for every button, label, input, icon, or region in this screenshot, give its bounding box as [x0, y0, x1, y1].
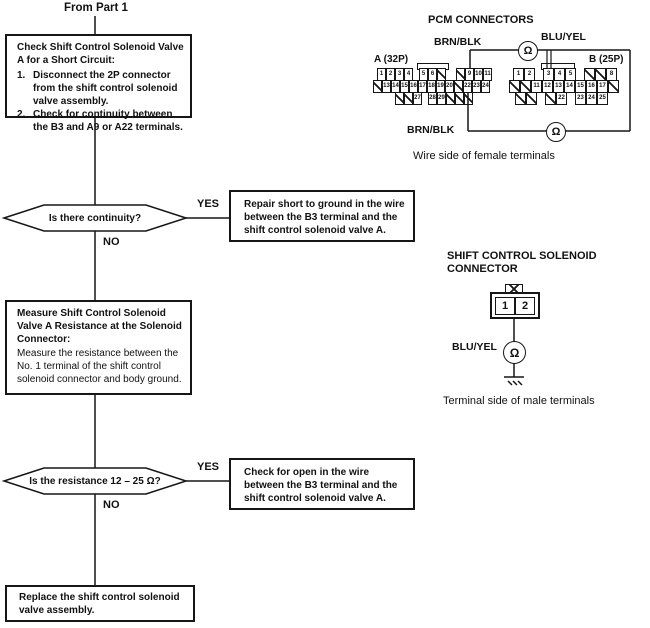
- decision-continuity: Is there continuity?: [48, 212, 142, 224]
- action-box-replace-solenoid: Replace the shift control solenoid valve…: [5, 585, 195, 622]
- wire-label-brn-blk-bottom: BRN/BLK: [407, 124, 455, 136]
- pin-23: 23: [472, 80, 481, 93]
- pcm-caption: Wire side of female terminals: [413, 150, 555, 162]
- pcm-connectors-title: PCM CONNECTORS: [428, 14, 534, 26]
- solenoid-caption: Terminal side of male terminals: [443, 395, 595, 407]
- pin-unused: [545, 92, 556, 105]
- pin-unused: [455, 92, 464, 105]
- box-title: Measure Shift Control Solenoid Valve A R…: [17, 308, 182, 345]
- terminal-1: 1: [495, 296, 515, 315]
- pin-24: 24: [481, 80, 490, 93]
- pin-unused: [395, 92, 404, 105]
- action-box-check-open: Check for open in the wire between the B…: [229, 458, 415, 510]
- ohmmeter-icon: Ω: [518, 41, 538, 61]
- ohmmeter-icon: Ω: [546, 122, 566, 142]
- solenoid-connector-title-line2: CONNECTOR: [447, 263, 518, 275]
- pin-24: 24: [586, 92, 597, 105]
- pin-unused: [373, 80, 382, 93]
- item-number: 1.: [17, 70, 26, 81]
- pin-23: 23: [575, 92, 586, 105]
- action-box-repair-short: Repair short to ground in the wire betwe…: [229, 190, 415, 242]
- from-part-label: From Part 1: [64, 2, 128, 14]
- wire-label-blu-yel-solenoid: BLU/YEL: [452, 341, 497, 353]
- yes-label: YES: [197, 461, 220, 473]
- wire-label-blu-yel: BLU/YEL: [541, 31, 586, 43]
- item-text: Check for continuity between the B3 and …: [33, 109, 183, 133]
- pin-unused: [515, 92, 526, 105]
- terminal-2: 2: [515, 296, 535, 315]
- connector-b-label: B (25P): [589, 54, 624, 65]
- box-title: Check Shift Control Solenoid Valve A for…: [17, 42, 184, 66]
- box-body: Measure the resistance between the No. 1…: [17, 348, 182, 385]
- solenoid-connector-title-line1: SHIFT CONTROL SOLENOID: [447, 250, 597, 262]
- connector-a-label: A (32P): [374, 54, 409, 65]
- step-box-measure-resistance: Measure Shift Control Solenoid Valve A R…: [5, 300, 192, 395]
- pin-unused: [608, 80, 619, 93]
- pin-gap: [567, 92, 575, 105]
- pin-unused: [526, 92, 537, 105]
- decision-resistance: Is the resistance 12 – 25 Ω?: [29, 475, 161, 487]
- pin-gap: [537, 92, 545, 105]
- item-text: Disconnect the 2P connector from the shi…: [33, 70, 178, 107]
- pin-17: 17: [418, 80, 427, 93]
- pin-27: 27: [413, 92, 422, 105]
- pin-unused: [464, 92, 473, 105]
- yes-label: YES: [197, 198, 220, 210]
- pin-29: 29: [437, 92, 446, 105]
- wire-label-brn-blk-top: BRN/BLK: [434, 36, 482, 48]
- step-box-check-short-circuit: Check Shift Control Solenoid Valve A for…: [5, 34, 192, 133]
- item-number: 2.: [17, 109, 26, 120]
- solenoid-2p-connector: 1 2: [490, 292, 540, 319]
- pin-22: 22: [556, 92, 567, 105]
- no-label: NO: [103, 499, 120, 511]
- pin-unused: [509, 80, 520, 93]
- pin-unused: [446, 92, 455, 105]
- pin-13: 13: [382, 80, 391, 93]
- no-label: NO: [103, 236, 120, 248]
- pin-14: 14: [564, 80, 575, 93]
- pin-28: 28: [428, 92, 437, 105]
- ohmmeter-icon: Ω: [503, 341, 526, 364]
- list-item: 2. Check for continuity between the B3 a…: [17, 108, 184, 134]
- pin-unused: [404, 92, 413, 105]
- list-item: 1. Disconnect the 2P connector from the …: [17, 69, 184, 108]
- pin-25: 25: [597, 92, 608, 105]
- numbered-list: 1. Disconnect the 2P connector from the …: [17, 69, 184, 134]
